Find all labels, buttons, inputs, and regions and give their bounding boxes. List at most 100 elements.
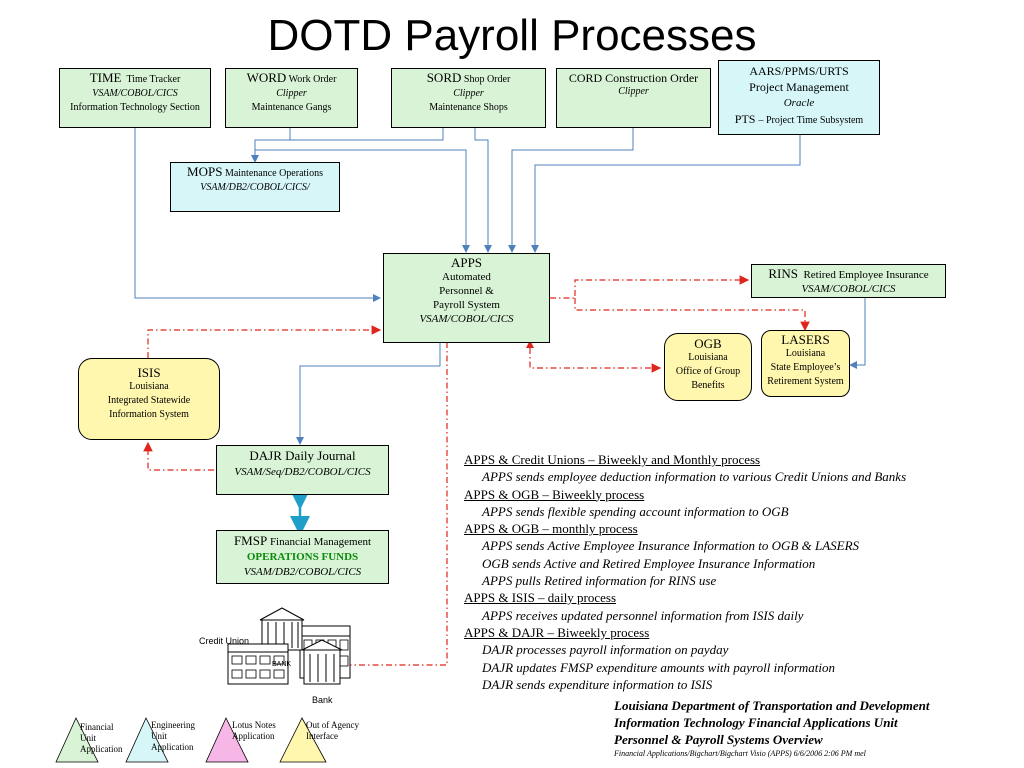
mops-box: MOPS Maintenance Operations VSAM/DB2/COB… xyxy=(170,162,340,212)
line-rins-lasers xyxy=(849,298,866,369)
line-apps-lasers xyxy=(574,298,810,332)
time-tech: VSAM/COBOL/CICS xyxy=(92,88,178,99)
line-apps-dajr xyxy=(296,342,441,445)
ogb-name: OGB xyxy=(694,336,722,351)
line-cord-apps xyxy=(508,128,634,253)
rins-name: RINS xyxy=(768,266,798,281)
line-dajr-isis xyxy=(143,441,214,471)
footer-line1: Louisiana Department of Transportation a… xyxy=(614,698,930,713)
apps-line3: Payroll System xyxy=(433,299,500,311)
note-heading: APPS & OGB – Biweekly process xyxy=(464,486,645,502)
dajr-tech: VSAM/Seq/DB2/COBOL/CICS xyxy=(234,466,371,478)
word-sub: Work Order xyxy=(288,74,337,85)
legend-lotus-shape xyxy=(205,717,249,763)
aars-line2: Project Management xyxy=(749,80,849,94)
lasers-line1: Louisiana xyxy=(785,348,826,359)
apps-line1: Automated xyxy=(442,271,491,283)
line-apps-bank xyxy=(340,342,448,670)
word-name: WORD xyxy=(246,70,287,85)
legend-outofagency: Out of Agency Interface xyxy=(306,720,359,741)
line-word-mops xyxy=(251,128,291,163)
line-isis-apps xyxy=(147,325,382,358)
legend-financial: Financial Unit Application xyxy=(80,722,123,754)
note-heading: APPS & Credit Unions – Biweekly and Mont… xyxy=(464,452,761,467)
ogb-line1: Louisiana xyxy=(688,352,728,363)
line-time-apps xyxy=(134,128,381,302)
note-item: APPS pulls Retired information for RINS … xyxy=(482,573,717,589)
cord-box: CORD Construction Order Clipper xyxy=(556,68,711,128)
ogb-box: OGB Louisiana Office of Group Benefits xyxy=(664,333,752,401)
legend-outofagency-shape xyxy=(279,717,327,763)
line-apps-rins xyxy=(550,275,750,299)
sord-name: SORD xyxy=(426,70,462,85)
dajr-box: DAJR Daily Journal VSAM/Seq/DB2/COBOL/CI… xyxy=(216,445,389,495)
isis-box: ISIS Louisiana Integrated Statewide Info… xyxy=(78,358,220,440)
note-item: APPS receives updated personnel informat… xyxy=(482,607,804,623)
legend-engineering-shape xyxy=(125,717,169,763)
sord-sub: Shop Order xyxy=(463,74,511,85)
mops-tech: VSAM/DB2/COBOL/CICS/ xyxy=(200,182,310,193)
apps-name: APPS xyxy=(450,255,483,270)
fmsp-sub: Financial Management xyxy=(269,536,372,548)
cord-tech: Clipper xyxy=(618,86,649,97)
bank-sign: BANK xyxy=(272,661,291,668)
footer-line2: Information Technology Financial Applica… xyxy=(614,715,898,730)
word-owner: Maintenance Gangs xyxy=(251,102,332,113)
note-item: OGB sends Active and Retired Employee In… xyxy=(482,555,816,571)
cord-name: CORD Construction Order xyxy=(568,71,699,85)
isis-name: ISIS xyxy=(137,365,161,380)
line-apps-ogb xyxy=(529,348,662,373)
legend-shapes xyxy=(55,717,327,763)
footer-line3: Personnel & Payroll Systems Overview xyxy=(614,732,823,747)
note-item: DAJR processes payroll information on pa… xyxy=(482,642,729,658)
aars-pts-rest: – Project Time Subsystem xyxy=(758,115,864,126)
footer: Louisiana Department of Transportation a… xyxy=(614,697,930,759)
dajr-name: DAJR Daily Journal xyxy=(249,448,356,463)
rins-tech: VSAM/COBOL/CICS xyxy=(801,283,896,295)
aars-box: AARS/PPMS/URTS Project Management Oracle… xyxy=(718,60,880,135)
rins-box: RINS Retired Employee Insurance VSAM/COB… xyxy=(751,264,946,298)
credit-union-label: Credit Union xyxy=(199,636,250,646)
fmsp-name: FMSP xyxy=(233,533,268,548)
line-word-apps xyxy=(255,149,470,253)
word-tech: Clipper xyxy=(276,88,307,99)
fmsp-box: FMSP Financial Management OPERATIONS FUN… xyxy=(216,530,389,584)
sord-owner: Maintenance Shops xyxy=(429,102,508,113)
footer-line4: Financial Applications/Bigchart/Bigchart… xyxy=(614,749,866,758)
lasers-box: LASERS Louisiana State Employee’s Retire… xyxy=(761,330,850,397)
apps-box: APPS Automated Personnel & Payroll Syste… xyxy=(383,253,550,343)
bank-buildings-icon: BANK xyxy=(227,607,351,685)
page-title: DOTD Payroll Processes xyxy=(267,11,757,60)
mops-sub: Maintenance Operations xyxy=(224,168,323,179)
note-item: DAJR updates FMSP expenditure amounts wi… xyxy=(482,659,836,675)
mops-name: MOPS xyxy=(187,164,223,179)
isis-line3: Information System xyxy=(109,409,189,420)
aars-tech: Oracle xyxy=(783,97,815,109)
note-item: DAJR sends expenditure information to IS… xyxy=(482,676,713,692)
lasers-line3: Retirement System xyxy=(767,376,844,387)
time-sub: Time Tracker xyxy=(126,74,181,85)
aars-line1: AARS/PPMS/URTS xyxy=(749,64,849,78)
isis-line2: Integrated Statewide xyxy=(107,395,191,406)
sord-tech: Clipper xyxy=(453,88,484,99)
apps-line2: Personnel & xyxy=(439,285,494,297)
legend-engineering: Engineering Unit Application xyxy=(151,720,195,752)
line-aars-apps xyxy=(531,135,801,253)
isis-line1: Louisiana xyxy=(129,381,169,392)
time-box: TIME Time Tracker VSAM/COBOL/CICS Inform… xyxy=(59,68,211,128)
time-name: TIME xyxy=(89,70,122,85)
note-heading: APPS & DAJR – Biweekly process xyxy=(464,624,650,640)
bank-label: Bank xyxy=(312,695,333,705)
apps-tech: VSAM/COBOL/CICS xyxy=(419,313,514,325)
sord-box: SORD Shop Order Clipper Maintenance Shop… xyxy=(391,68,546,128)
rins-sub: Retired Employee Insurance xyxy=(803,269,929,281)
process-notes: APPS & Credit Unions – Biweekly and Mont… xyxy=(464,451,984,693)
note-heading: APPS & OGB – monthly process xyxy=(464,521,638,537)
note-item: APPS sends flexible spending account inf… xyxy=(482,503,789,519)
fmsp-tech: VSAM/DB2/COBOL/CICS xyxy=(243,566,362,578)
word-box: WORD Work Order Clipper Maintenance Gang… xyxy=(225,68,358,128)
fmsp-funds: OPERATIONS FUNDS xyxy=(246,551,359,563)
lasers-name: LASERS xyxy=(781,332,830,347)
aars-pts: PTS xyxy=(734,112,756,126)
